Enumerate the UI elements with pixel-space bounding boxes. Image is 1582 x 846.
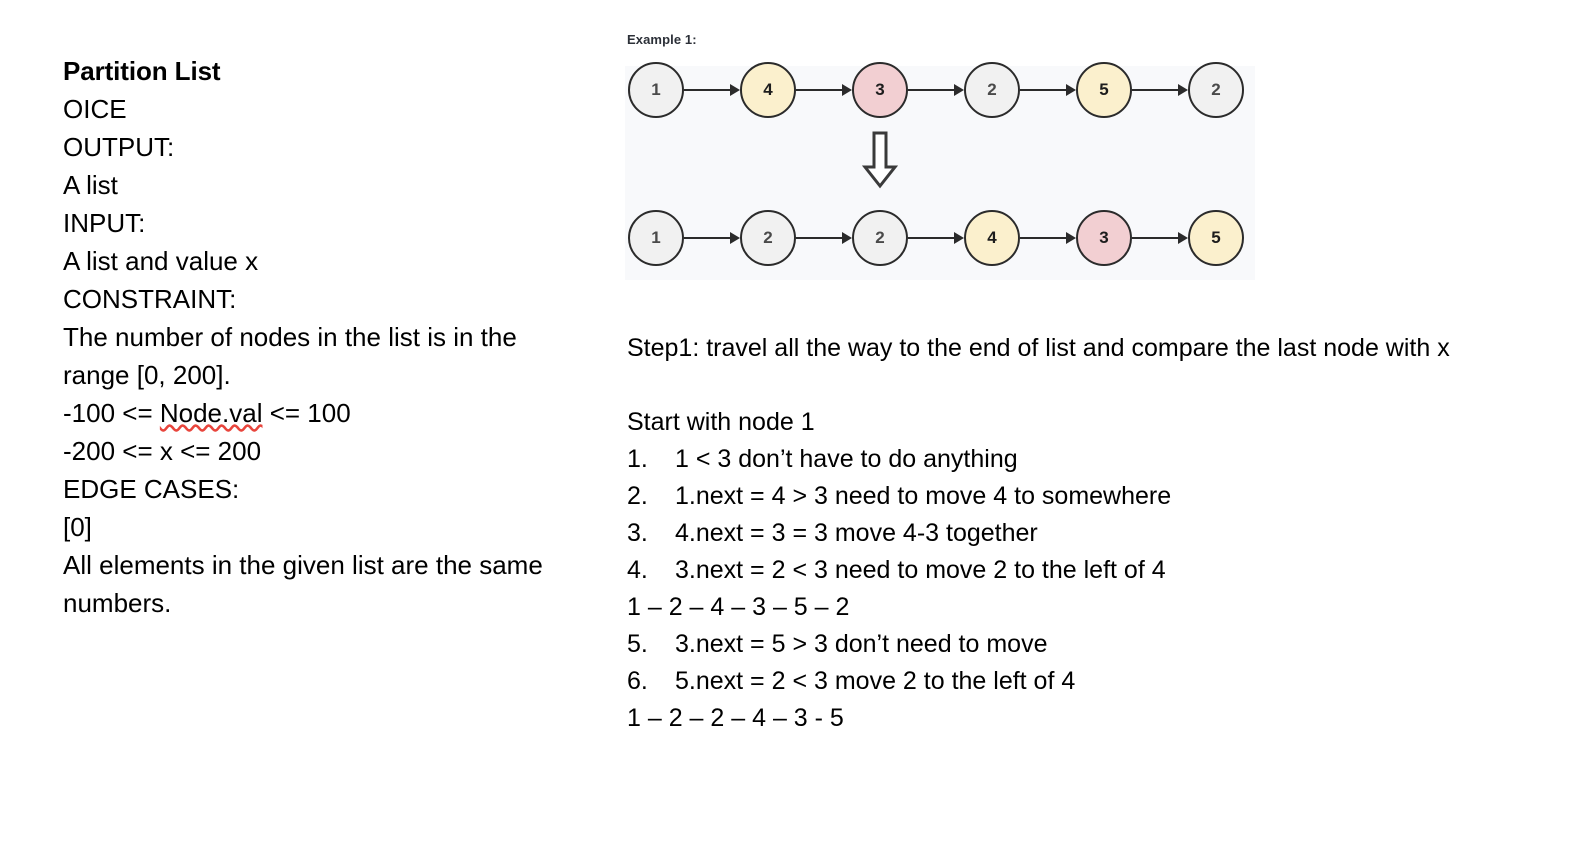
linked-list-arrowhead-icon xyxy=(1066,84,1076,96)
diagram-background xyxy=(625,66,1255,280)
linked-list-arrowhead-icon xyxy=(842,232,852,244)
list-marker: 3. xyxy=(627,519,648,547)
after-node: 1 xyxy=(628,210,684,266)
transform-down-arrow-icon xyxy=(861,131,899,189)
linked-list-arrowhead-icon xyxy=(730,232,740,244)
spec-line-edge-cases-label: EDGE CASES: xyxy=(63,474,240,504)
linked-list-arrowhead-icon xyxy=(1066,232,1076,244)
list-item-text: 1.next = 4 > 3 need to move 4 to somewhe… xyxy=(675,482,1172,510)
spec-line-input-label: INPUT: xyxy=(63,208,146,238)
spec-line-constraint-x: -200 <= x <= 200 xyxy=(63,436,262,466)
linked-list-edge xyxy=(684,89,731,91)
linked-list-edge xyxy=(684,237,731,239)
example-label: Example 1: xyxy=(627,32,697,47)
linked-list-edge xyxy=(1132,89,1179,91)
linked-list-edge xyxy=(908,89,955,91)
list-marker: 4. xyxy=(627,556,648,584)
linked-list-arrowhead-icon xyxy=(730,84,740,96)
sequence-line-2: 1 – 2 – 2 – 4 – 3 - 5 xyxy=(627,704,844,732)
linked-list-edge xyxy=(1020,89,1067,91)
before-node: 5 xyxy=(1076,62,1132,118)
start-node-line: Start with node 1 xyxy=(627,408,815,436)
sequence-line-1: 1 – 2 – 4 – 3 – 5 – 2 xyxy=(627,593,850,621)
list-item-text: 3.next = 2 < 3 need to move 2 to the lef… xyxy=(675,556,1166,584)
before-node: 2 xyxy=(1188,62,1244,118)
list-item-text: 1 < 3 don’t have to do anything xyxy=(675,445,1018,473)
list-marker: 5. xyxy=(627,630,648,658)
linked-list-arrowhead-icon xyxy=(842,84,852,96)
spec-line-edge-case-1: [0] xyxy=(63,512,92,542)
linked-list-edge xyxy=(796,89,843,91)
linked-list-edge xyxy=(1132,237,1179,239)
explanation-panel: Step1: travel all the way to the end of … xyxy=(627,330,1507,737)
list-item: 2. 1.next = 4 > 3 need to move 4 to some… xyxy=(627,478,1507,515)
spec-line-output-label: OUTPUT: xyxy=(63,132,175,162)
after-node: 2 xyxy=(852,210,908,266)
spec-line-edge-case-2: All elements in the given list are the s… xyxy=(63,550,551,618)
list-item: 4. 3.next = 2 < 3 need to move 2 to the … xyxy=(627,552,1507,589)
spec-line-constraint-nodeval: -100 <= Node.val <= 100 xyxy=(63,394,563,432)
constraint-nodeval-suffix: <= 100 xyxy=(262,398,351,428)
page-title: Partition List xyxy=(63,56,221,86)
list-item-text: 4.next = 3 = 3 move 4-3 together xyxy=(675,519,1038,547)
spec-line-input-value: A list and value x xyxy=(63,246,259,276)
list-item: 1. 1 < 3 don’t have to do anything xyxy=(627,441,1507,478)
step1-paragraph: Step1: travel all the way to the end of … xyxy=(627,334,1450,362)
after-node: 2 xyxy=(740,210,796,266)
linked-list-arrowhead-icon xyxy=(954,232,964,244)
list-marker: 1. xyxy=(627,445,648,473)
spec-line-constraint-range: The number of nodes in the list is in th… xyxy=(63,322,525,390)
spec-line-oice: OICE xyxy=(63,94,127,124)
linked-list-edge xyxy=(908,237,955,239)
spec-line-output-value: A list xyxy=(63,170,118,200)
before-node: 1 xyxy=(628,62,684,118)
spec-line-constraint-label: CONSTRAINT: xyxy=(63,284,237,314)
linked-list-arrowhead-icon xyxy=(1178,232,1188,244)
constraint-nodeval-prefix: -100 <= xyxy=(63,398,160,428)
list-marker: 2. xyxy=(627,482,648,510)
after-node: 4 xyxy=(964,210,1020,266)
list-marker: 6. xyxy=(627,667,648,695)
before-node: 2 xyxy=(964,62,1020,118)
list-item: 5. 3.next = 5 > 3 don’t need to move xyxy=(627,626,1507,663)
after-node: 5 xyxy=(1188,210,1244,266)
linked-list-arrowhead-icon xyxy=(1178,84,1188,96)
list-item: 3. 4.next = 3 = 3 move 4-3 together xyxy=(627,515,1507,552)
list-item: 6. 5.next = 2 < 3 move 2 to the left of … xyxy=(627,663,1507,700)
before-node: 3 xyxy=(852,62,908,118)
paragraph-spacer xyxy=(627,367,1507,404)
linked-list-edge xyxy=(1020,237,1067,239)
specification-panel: Partition List OICE OUTPUT: A list INPUT… xyxy=(63,52,563,622)
after-node: 3 xyxy=(1076,210,1132,266)
linked-list-edge xyxy=(796,237,843,239)
misspelled-word-nodeval: Node.val xyxy=(159,398,263,428)
list-item-text: 5.next = 2 < 3 move 2 to the left of 4 xyxy=(675,667,1076,695)
before-node: 4 xyxy=(740,62,796,118)
list-item-text: 3.next = 5 > 3 don’t need to move xyxy=(675,630,1048,658)
linked-list-arrowhead-icon xyxy=(954,84,964,96)
